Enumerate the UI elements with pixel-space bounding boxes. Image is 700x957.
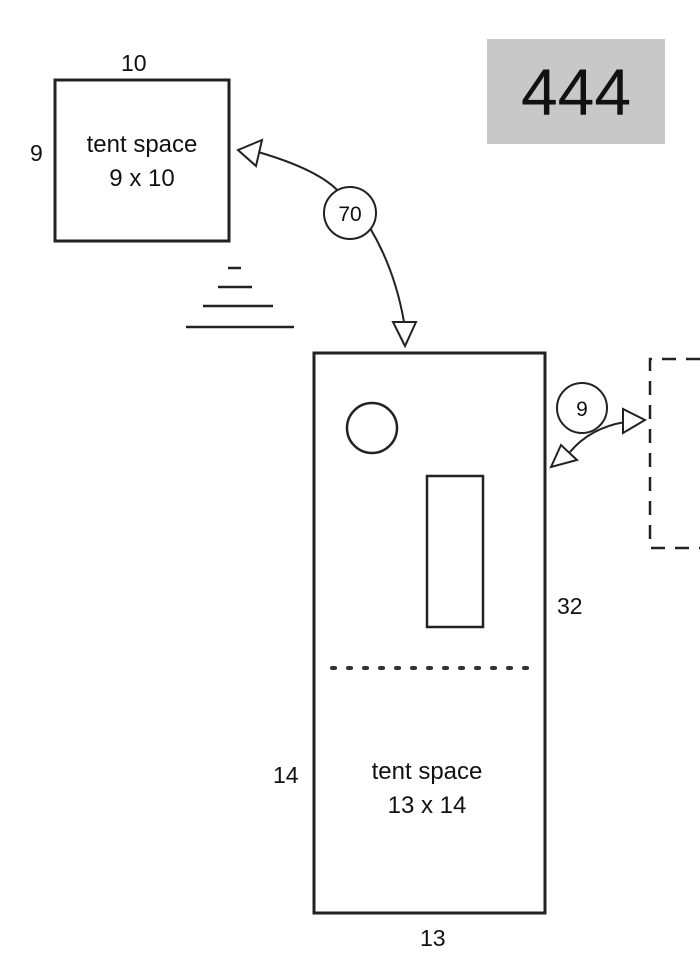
site-pad-tent-size: 13 x 14: [387, 792, 467, 819]
distance-9-text: 9: [576, 398, 588, 421]
site-number: 444: [520, 54, 632, 129]
small-tent-title: tent space: [86, 131, 198, 158]
distance-70-text: 70: [338, 203, 361, 226]
arrowhead-icon: [391, 321, 418, 349]
site-pad-width-label: 13: [420, 925, 446, 951]
arrowhead-icon: [236, 138, 264, 168]
distance-bubble-9: [556, 382, 608, 434]
neighbor-site-outline: [648, 357, 700, 550]
small-tent-space-outline: [53, 78, 231, 243]
site-pad-outline: [312, 351, 547, 915]
arrowhead-icon: [549, 443, 579, 469]
site-pad-length-label: 32: [557, 593, 583, 619]
distance-arrow-9: [549, 382, 648, 469]
distance-bubble-70: [323, 186, 377, 240]
site-pad-tent-height-label: 14: [273, 762, 299, 788]
site-number-badge: 444: [487, 39, 665, 144]
site-pad-tent-title: tent space: [371, 758, 483, 785]
fire-ring-icon: [345, 401, 399, 455]
picnic-table-icon: [425, 474, 485, 629]
site-pad-tent-label: tent space 13 x 14: [314, 755, 540, 823]
small-tent-width-label: 10: [121, 50, 147, 76]
distance-arrow-70: [236, 138, 418, 349]
steps-icon: [186, 266, 294, 329]
small-tent-height-label: 9: [30, 140, 43, 166]
small-tent-label: tent space 9 x 10: [55, 128, 229, 196]
arrowhead-icon: [622, 407, 648, 435]
small-tent-size: 9 x 10: [109, 165, 175, 192]
